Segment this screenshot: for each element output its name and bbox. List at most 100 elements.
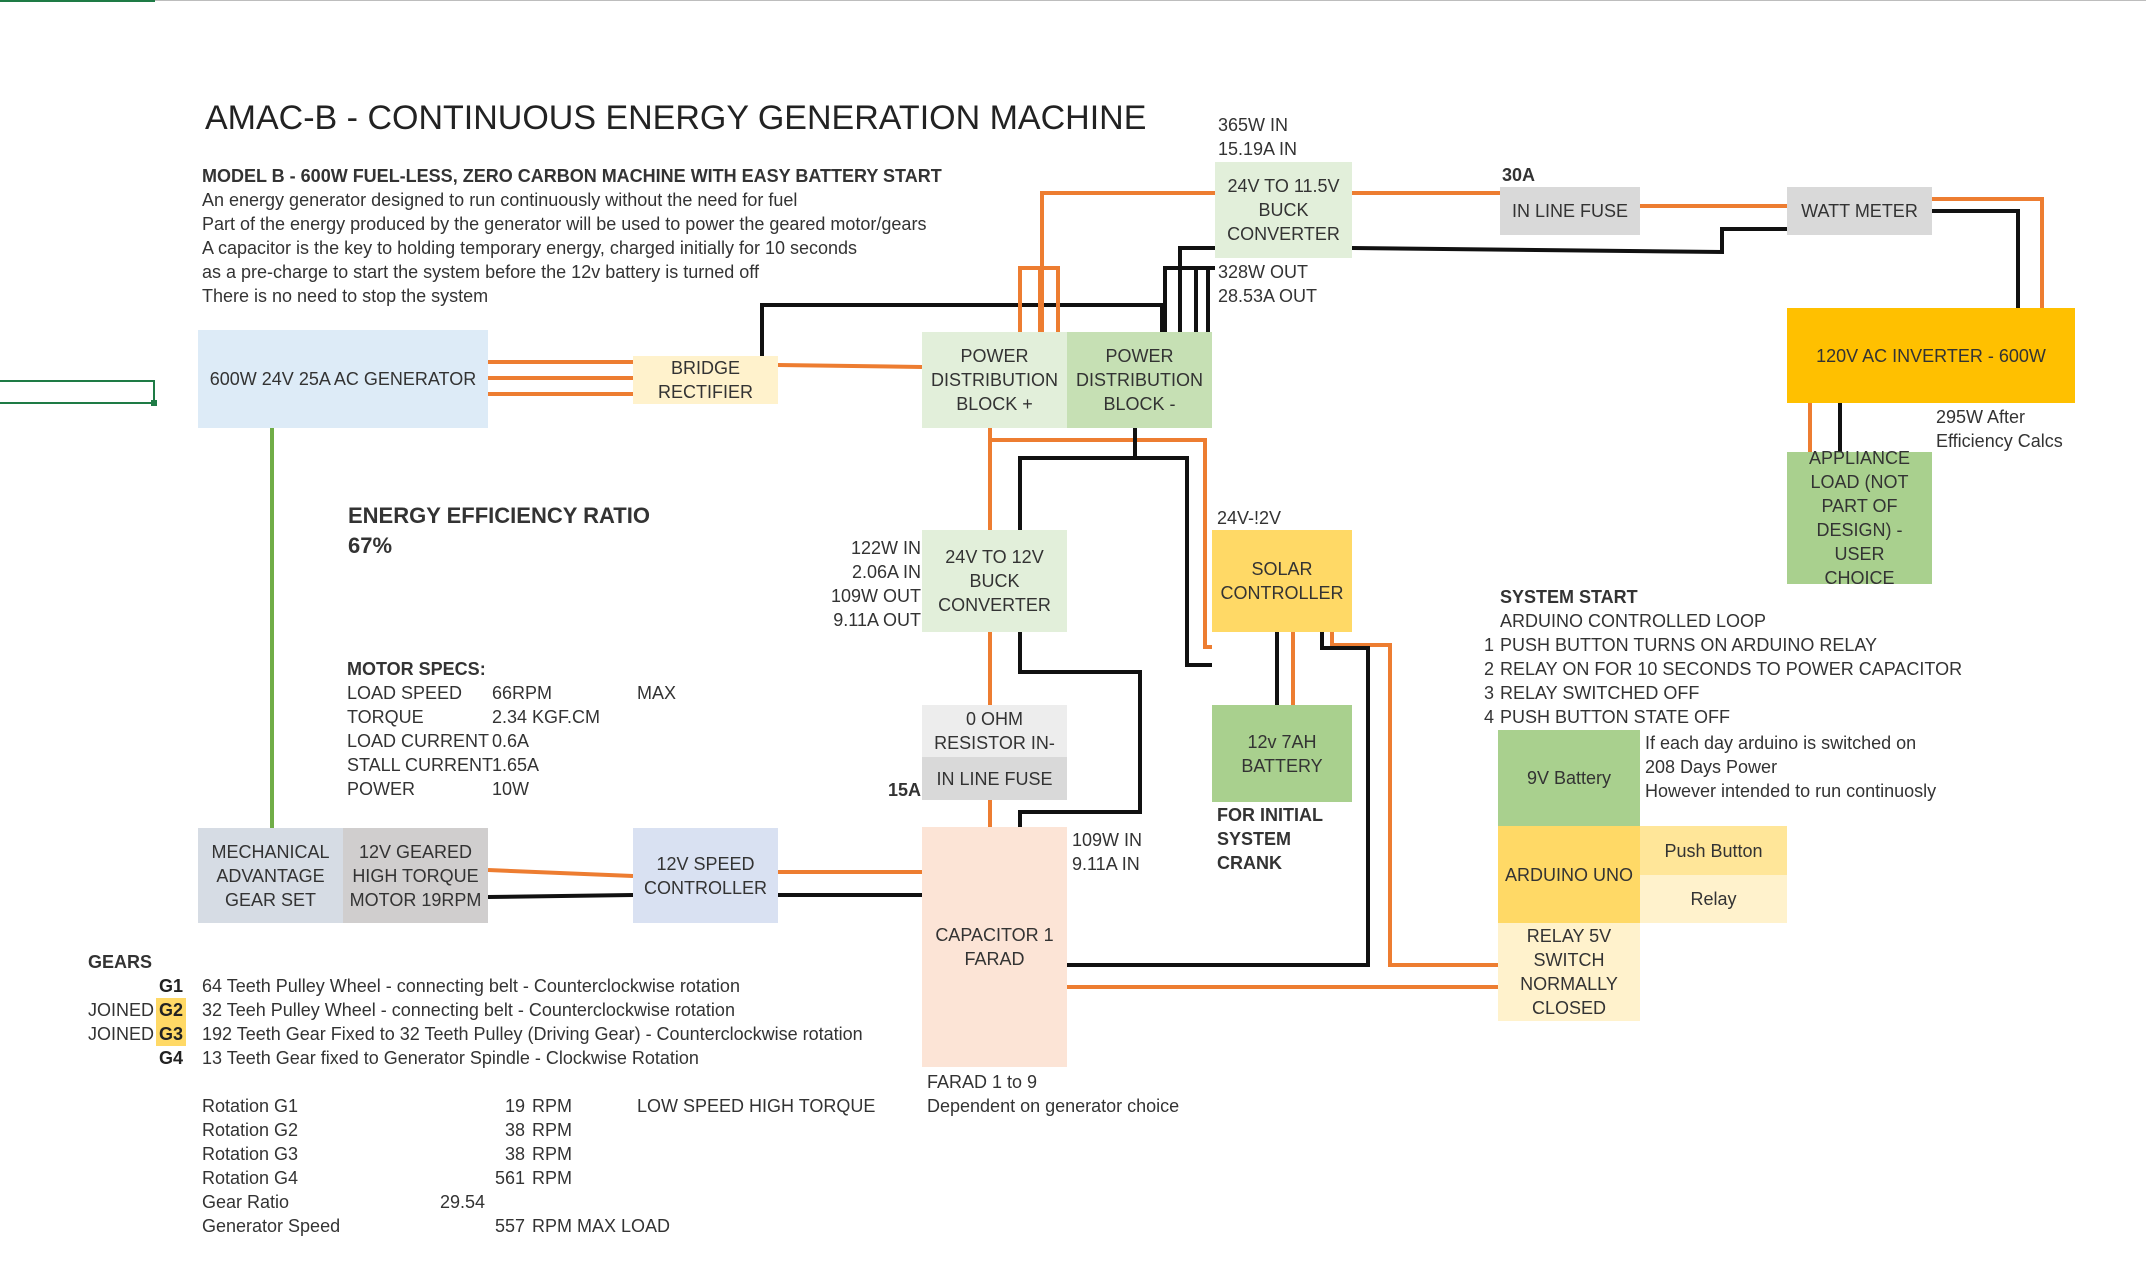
battery-9v-box: 9V Battery xyxy=(1498,730,1640,826)
dist-negative-to-solar-wire xyxy=(1135,456,1212,667)
efficiency-value: 67% xyxy=(348,533,393,558)
buck-12-stats-label: 122W IN 2.06A IN 109W OUT 9.11A OUT xyxy=(830,538,921,630)
buck-converter-11v5-box: 24V TO 11.5V BUCK CONVERTER xyxy=(1215,162,1352,258)
dist-negative-to-buck-wire-1 xyxy=(1163,266,1215,332)
capacitor-box: CAPACITOR 1 FARAD xyxy=(922,827,1067,1067)
fill-handle[interactable] xyxy=(151,400,157,406)
description-line: Part of the energy produced by the gener… xyxy=(202,214,927,234)
page-title: AMAC-B - CONTINUOUS ENERGY GENERATION MA… xyxy=(205,99,1147,137)
gear-description: 13 Teeth Gear fixed to Generator Spindle… xyxy=(202,1048,699,1068)
system-start-heading: SYSTEM START xyxy=(1500,587,1638,607)
dist-positive-to-solar-wire xyxy=(990,438,1212,649)
selected-cell[interactable] xyxy=(0,380,157,406)
rotation-name: Rotation G2 xyxy=(202,1120,299,1140)
arduino-uno-box: ARDUINO UNO xyxy=(1498,826,1640,923)
system-step-text: PUSH BUTTON STATE OFF xyxy=(1500,707,1731,727)
description-line: An energy generator designed to run cont… xyxy=(202,190,798,210)
battery-12v-box: 12v 7AH BATTERY xyxy=(1212,705,1352,802)
description-line: A capacitor is the key to holding tempor… xyxy=(202,238,858,258)
system-step-text: PUSH BUTTON TURNS ON ARDUINO RELAY xyxy=(1500,635,1878,655)
rotation-name: Generator Speed xyxy=(202,1216,341,1236)
gear-set-box: MECHANICAL ADVANTAGE GEAR SET xyxy=(198,828,343,923)
dist-positive-to-buck-wire xyxy=(1040,191,1215,332)
solar-voltage-label: 24V-!2V xyxy=(1217,508,1282,528)
wattmeter-to-inverter-negative xyxy=(1932,209,2020,308)
motor-specs-heading: MOTOR SPECS: xyxy=(347,659,486,679)
rotation-value: 557 xyxy=(494,1216,525,1236)
motor-to-speedctrl-positive xyxy=(487,868,634,878)
inline-fuse-30a-box: IN LINE FUSE xyxy=(1500,187,1640,235)
buck-converter-12v-box: 24V TO 12V BUCK CONVERTER xyxy=(922,530,1067,632)
motor-spec-name: LOAD SPEED xyxy=(347,683,463,703)
system-start-subheading: ARDUINO CONTROLLED LOOP xyxy=(1500,611,1767,631)
inverter-efficiency-note: 295W After Efficiency Calcs xyxy=(1936,407,2063,451)
rotation-unit: RPM xyxy=(532,1096,572,1116)
watt-meter-box: WATT METER xyxy=(1787,187,1932,235)
solar-controller-box: SOLAR CONTROLLER xyxy=(1212,530,1352,632)
sheet-top-border xyxy=(0,0,2146,1)
motor-spec-value: 10W xyxy=(492,779,530,799)
motor-spec-name: LOAD CURRENT xyxy=(347,731,490,751)
farad-range-note: FARAD 1 to 9 Dependent on generator choi… xyxy=(927,1072,1180,1116)
ac-generator-box: 600W 24V 25A AC GENERATOR xyxy=(198,330,488,428)
gears-heading: GEARS xyxy=(88,952,153,972)
motor-spec-name: POWER xyxy=(347,779,416,799)
motor-spec-value: 66RPM xyxy=(492,683,553,703)
gear-id: G3 xyxy=(156,1022,187,1046)
rotation-name: Rotation G3 xyxy=(202,1144,299,1164)
motor-spec-value: 2.34 KGF.CM xyxy=(492,707,601,727)
rotation-unit: RPM MAX LOAD xyxy=(532,1216,671,1236)
rotation-value: 561 xyxy=(494,1168,525,1188)
gear-id: G1 xyxy=(159,976,184,996)
push-button-box: Push Button xyxy=(1640,826,1787,875)
fuse-30a-rating: 30A xyxy=(1502,165,1536,185)
description-line: as a pre-charge to start the system befo… xyxy=(202,262,759,282)
system-step-number: 4 xyxy=(1483,707,1494,727)
relay-switch-box: RELAY 5V SWITCH NORMALLY CLOSED xyxy=(1498,923,1640,1021)
system-step-number: 2 xyxy=(1483,659,1494,679)
motor-spec-value: 0.6A xyxy=(492,731,530,751)
rotation-unit: RPM xyxy=(532,1168,572,1188)
active-column-indicator xyxy=(0,0,155,2)
low-speed-note: LOW SPEED HIGH TORQUE xyxy=(637,1096,876,1116)
bridge-rectifier-box: BRIDGE RECTIFIER xyxy=(633,356,778,404)
rotation-value: 38 xyxy=(504,1120,525,1140)
rotation-name: Rotation G4 xyxy=(202,1168,299,1188)
dist-negative-to-buck-wire-2 xyxy=(1178,246,1215,332)
motor-spec-extra: MAX xyxy=(637,683,677,703)
rotation-name: Gear Ratio xyxy=(202,1192,290,1212)
buck12-to-capacitor-negative xyxy=(1018,632,1142,827)
rotation-value: 29.54 xyxy=(439,1192,485,1212)
description-line: There is no need to stop the system xyxy=(202,286,489,306)
efficiency-heading: ENERGY EFFICIENCY RATIO xyxy=(348,503,650,528)
battery-crank-note: FOR INITIAL SYSTEM CRANK xyxy=(1217,805,1323,873)
rotation-value: 38 xyxy=(504,1144,525,1164)
motor-spec-name: TORQUE xyxy=(347,707,424,727)
power-distribution-negative-box: POWER DISTRIBUTION BLOCK - xyxy=(1067,332,1212,428)
solar-to-relay-wire xyxy=(1330,632,1500,967)
rotation-value: 19 xyxy=(504,1096,525,1116)
inline-fuse-15a-box: IN LINE FUSE xyxy=(922,757,1067,800)
ac-inverter-box: 120V AC INVERTER - 600W xyxy=(1787,308,2075,403)
system-step-text: RELAY ON FOR 10 SECONDS TO POWER CAPACIT… xyxy=(1500,659,1963,679)
page-subtitle: MODEL B - 600W FUEL-LESS, ZERO CARBON MA… xyxy=(202,166,942,186)
power-distribution-positive-box: POWER DISTRIBUTION BLOCK + xyxy=(922,332,1067,428)
dist-negative-to-buck12-wire xyxy=(1018,428,1137,530)
solar-negative-to-capacitor xyxy=(1067,632,1370,967)
rectifier-dist-positive-wire xyxy=(777,363,923,369)
gear-id: G4 xyxy=(159,1048,184,1068)
rotation-name: Rotation G1 xyxy=(202,1096,299,1116)
system-step-number: 1 xyxy=(1483,635,1494,655)
buck-115-output-label: 328W OUT 28.53A OUT xyxy=(1218,262,1318,306)
gear-id: G2 xyxy=(156,998,187,1022)
wattmeter-to-inverter-positive xyxy=(1932,197,2044,308)
fuse-15a-rating: 15A xyxy=(888,780,922,800)
motor-spec-name: STALL CURRENT xyxy=(347,755,494,775)
motor-spec-value: 1.65A xyxy=(492,755,540,775)
motor-to-speedctrl-negative xyxy=(487,893,634,899)
buck-negative-return-wire xyxy=(1351,227,1787,255)
gear-joined-label: JOINED xyxy=(88,1000,155,1020)
rotation-unit: RPM xyxy=(532,1144,572,1164)
